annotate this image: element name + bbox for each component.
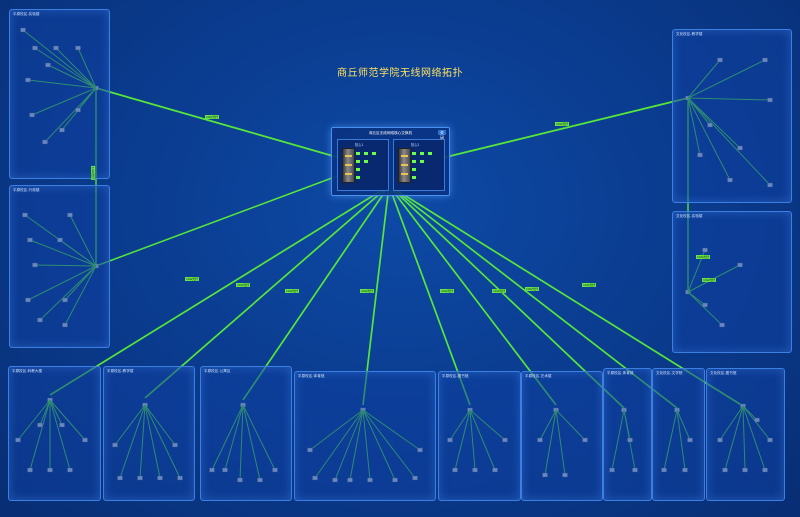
port-icon xyxy=(412,160,416,163)
port-icon xyxy=(420,160,424,163)
building-panel[interactable]: 平原校区-行政楼 xyxy=(9,185,110,348)
port-icon xyxy=(412,168,416,171)
trunk-link xyxy=(144,189,385,399)
panel-title: 平原校区-体育馆 xyxy=(607,371,634,375)
port-icon xyxy=(356,152,360,155)
trunk-link xyxy=(95,174,341,267)
panel-title: 文化校区-文学院 xyxy=(656,371,683,375)
core-box-2[interactable]: 核心2 xyxy=(393,139,445,191)
page-title: 商丘师范学院无线网络拓扑 xyxy=(337,68,463,79)
trunk-link xyxy=(362,189,390,406)
trunk-link xyxy=(391,189,557,406)
panel-title: 平原校区-教学楼 xyxy=(107,369,134,373)
port-icon xyxy=(420,152,424,155)
building-panel[interactable]: 平原校区-图书馆 xyxy=(438,371,521,501)
core-box-label: 核心1 xyxy=(355,143,364,147)
panel-title: 平原校区-图书馆 xyxy=(442,374,469,378)
panel-title: 平原校区-科教大楼 xyxy=(12,369,43,373)
building-panel[interactable]: 平原校区-教学楼 xyxy=(103,366,195,501)
trunk-link xyxy=(441,97,689,159)
link-label: 10G光纤 xyxy=(205,115,220,119)
port-icon xyxy=(372,152,376,155)
link-label: 10G光纤 xyxy=(702,278,717,282)
building-panel[interactable]: 平原校区-实验楼 xyxy=(9,9,110,179)
port-icon xyxy=(412,176,416,179)
link-label: 10G光纤 xyxy=(285,289,300,293)
port-icon xyxy=(364,160,368,163)
port-icon xyxy=(356,176,360,179)
port-icon xyxy=(428,152,432,155)
close-icon[interactable]: 关 闭 xyxy=(438,130,446,140)
building-panel[interactable]: 文化校区-实验楼 xyxy=(672,211,792,353)
panel-title: 平原校区-体育馆 xyxy=(298,374,325,378)
core-box-1[interactable]: 核心1 xyxy=(337,139,389,191)
trunk-link xyxy=(95,87,341,159)
building-panel[interactable]: 平原校区-体育馆 xyxy=(603,368,652,501)
building-panel[interactable]: 文化校区-文学院 xyxy=(652,368,705,501)
panel-title: 文化校区-教学楼 xyxy=(676,32,703,36)
core-switch-panel[interactable]: 商丘区无线网络核心交换机 关 闭 核心1 核心2 xyxy=(331,127,450,196)
core-title: 商丘区无线网络核心交换机 xyxy=(368,131,413,135)
link-label: 10G光纤 xyxy=(185,277,200,281)
core-box-label: 核心2 xyxy=(411,143,420,147)
trunk-link xyxy=(49,189,383,396)
panel-title: 文化校区-图书馆 xyxy=(710,371,737,375)
rack-server-icon xyxy=(342,148,355,183)
port-icon xyxy=(412,152,416,155)
link-label: 10G光纤 xyxy=(492,289,507,293)
building-panel[interactable]: 文化校区-教学楼 xyxy=(672,29,792,203)
link-label: 10G光纤 xyxy=(696,255,711,259)
link-label: 10G光纤 xyxy=(525,287,540,291)
panel-title: 文化校区-实验楼 xyxy=(676,214,703,218)
link-label: 10G光纤 xyxy=(440,289,455,293)
panel-title: 平原校区-艺术楼 xyxy=(525,374,552,378)
link-label: 10G光纤 xyxy=(91,165,96,181)
port-icon xyxy=(364,152,368,155)
rack-server-icon xyxy=(398,148,411,183)
link-label: 10G光纤 xyxy=(360,289,375,293)
link-label: 10G光纤 xyxy=(582,283,597,287)
port-icon xyxy=(356,168,360,171)
building-panel[interactable]: 平原校区-体育馆 xyxy=(294,371,436,501)
building-panel[interactable]: 平原校区-科教大楼 xyxy=(8,366,101,501)
link-label: 10G光纤 xyxy=(555,122,570,126)
panel-title: 平原校区-实验楼 xyxy=(13,12,40,16)
building-panel[interactable]: 文化校区-图书馆 xyxy=(706,368,785,501)
trunk-link xyxy=(389,189,471,406)
port-icon xyxy=(356,160,360,163)
panel-title: 平原校区-公寓区 xyxy=(204,369,231,373)
building-panel[interactable]: 平原校区-公寓区 xyxy=(200,366,292,501)
trunk-link xyxy=(242,189,387,401)
building-panel[interactable]: 平原校区-艺术楼 xyxy=(521,371,603,501)
panel-title: 平原校区-行政楼 xyxy=(13,188,40,192)
link-label: 10G光纤 xyxy=(236,283,251,287)
